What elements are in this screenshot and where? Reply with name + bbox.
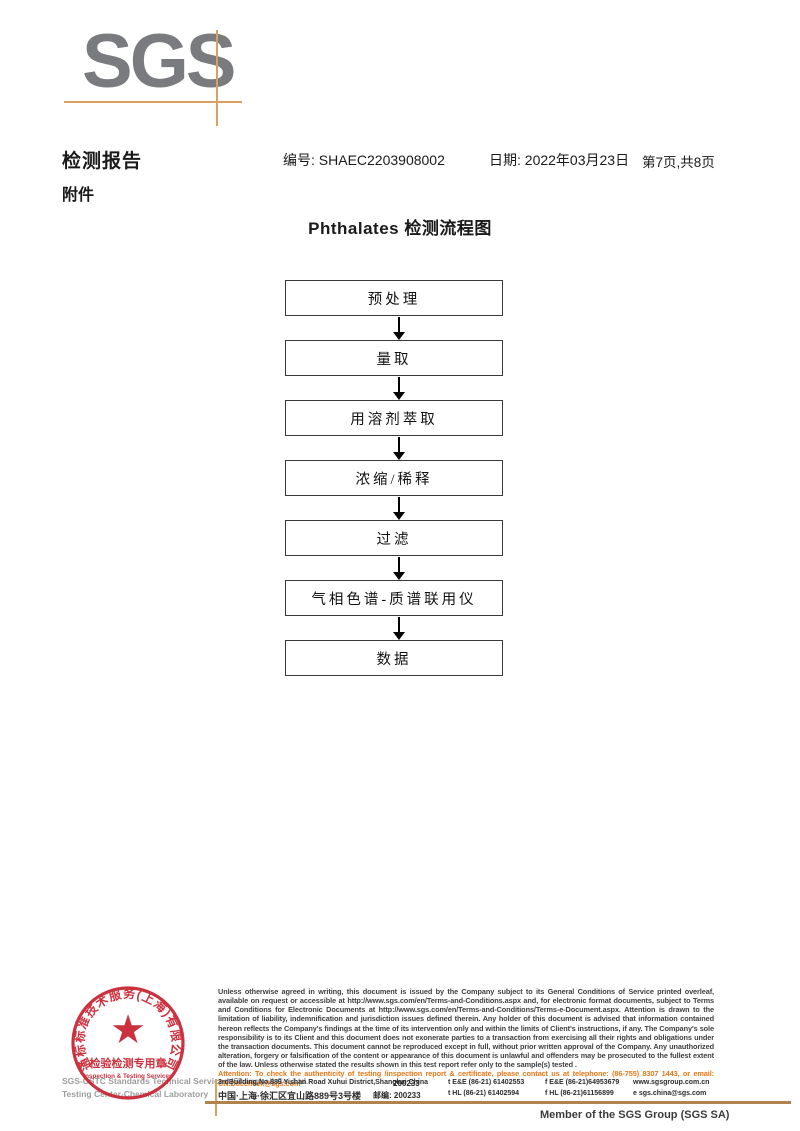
attention-text: Attention: To check the authenticity of … <box>218 1069 714 1088</box>
flow-step-gcms: 气相色谱-质谱联用仪 <box>285 580 503 616</box>
footer-horizontal-line <box>205 1101 791 1104</box>
address-english: 3rdBuilding,No.889 Yishan Road Xuhui Dis… <box>218 1079 429 1086</box>
page-indicator: 第7页,共8页 <box>642 155 715 170</box>
attachment-label: 附件 <box>62 187 95 204</box>
report-number-value: SHAEC2203908002 <box>318 152 445 168</box>
arrow-down-icon <box>393 377 405 400</box>
lab-name-text: Testing Center-Chemical Laboratory <box>62 1089 209 1099</box>
stamp-cn-text: 检验检测专用章 <box>90 1056 167 1070</box>
member-text: Member of the SGS Group (SGS SA) <box>540 1109 730 1121</box>
stamp-star-icon: ★ <box>110 1008 146 1052</box>
arrow-down-icon <box>393 617 405 640</box>
postcode-chinese: 邮编: 200233 <box>373 1091 421 1100</box>
arrow-down-icon <box>393 557 405 580</box>
phone-hl: t HL (86-21) 61402594 <box>448 1090 520 1097</box>
flow-step-pretreatment: 预处理 <box>285 280 503 316</box>
report-date: 日期: 2022年03月23日 <box>489 150 629 170</box>
company-seal-stamp: 通标标准技术服务(上海)有限公司 ★ 检验检测专用章 Inspection & … <box>71 986 185 1100</box>
report-number: 编号: SHAEC2203908002 <box>283 150 445 170</box>
footer-vertical-line <box>215 1079 217 1116</box>
report-date-label: 日期: <box>489 152 521 168</box>
page-title: 检测报告 <box>62 151 143 172</box>
legal-text: Unless otherwise agreed in writing, this… <box>218 987 714 1070</box>
arrow-down-icon <box>393 317 405 340</box>
legal-disclaimer: Unless otherwise agreed in writing, this… <box>218 987 714 1088</box>
logo-horizontal-line <box>64 101 242 103</box>
fax-hl: f HL (86-21)61156899 <box>545 1090 614 1097</box>
flow-step-solvent-extraction: 用溶剂萃取 <box>285 400 503 436</box>
postcode-english: 200233 <box>393 1079 420 1088</box>
flow-step-measure: 量取 <box>285 340 503 376</box>
report-number-label: 编号: <box>283 152 315 168</box>
phone-ee: t E&E (86-21) 61402553 <box>448 1079 525 1086</box>
website-text: www.sgsgroup.com.cn <box>633 1079 710 1086</box>
stamp-en-text: Inspection & Testing Services <box>83 1073 173 1080</box>
flow-step-filter: 过滤 <box>285 520 503 556</box>
arrow-down-icon <box>393 437 405 460</box>
company-name-text: SGS-CSTC Standards Technical Services (S… <box>62 1076 309 1086</box>
arrow-down-icon <box>393 497 405 520</box>
logo-vertical-line <box>216 30 218 126</box>
report-date-value: 2022年03月23日 <box>524 152 630 168</box>
fax-ee: f E&E (86-21)64953679 <box>545 1079 620 1086</box>
email-text: e sgs.china@sgs.com <box>633 1090 707 1097</box>
address-chinese: 中国·上海·徐汇区宜山路889号3号楼 <box>218 1091 362 1101</box>
flow-step-data: 数据 <box>285 640 503 676</box>
sgs-logo: SGS <box>82 19 236 104</box>
flow-step-concentrate-dilute: 浓缩/稀释 <box>285 460 503 496</box>
flowchart-title: Phthalates 检测流程图 <box>308 219 492 238</box>
